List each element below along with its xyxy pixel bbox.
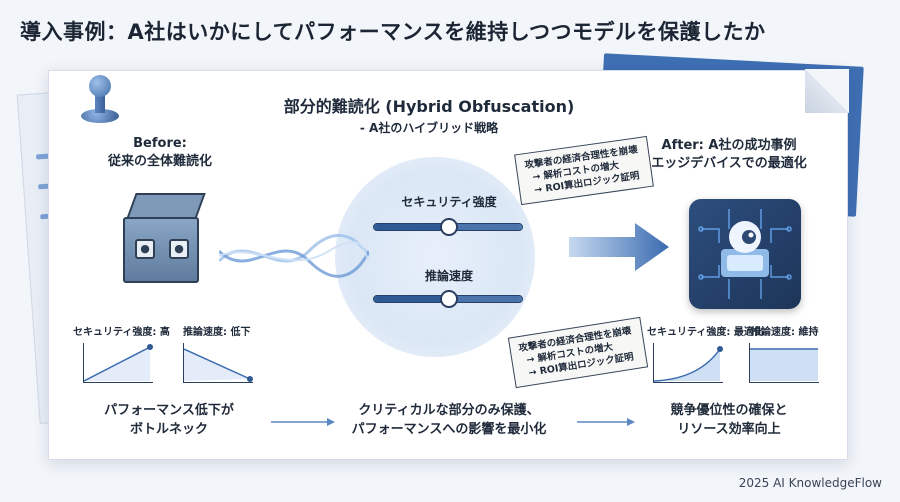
security-slider[interactable] bbox=[373, 218, 523, 236]
before-security-chart bbox=[83, 343, 153, 383]
before-chart1-label: セキュリティ強度: 高 bbox=[73, 327, 170, 338]
data-stream-waves bbox=[219, 233, 369, 278]
pushpin-icon bbox=[77, 75, 123, 137]
flow-step-2: クリティカルな部分のみ保護、 パフォーマンスへの影響を最小化 bbox=[339, 401, 559, 439]
speed-slider-label: 推論速度 bbox=[424, 269, 473, 283]
speed-slider[interactable] bbox=[373, 290, 523, 308]
page-curl bbox=[805, 69, 849, 113]
flow-arrow-icon bbox=[271, 418, 335, 426]
section-subheading: - A社のハイブリッド戦略 bbox=[359, 121, 499, 135]
after-title: After: A社の成功事例 bbox=[661, 138, 797, 153]
flow-text: リソース効率向上 bbox=[677, 422, 781, 437]
security-slider-label: セキュリティ強度 bbox=[401, 195, 497, 209]
before-chart2-label: 推論速度: 低下 bbox=[183, 327, 251, 338]
after-speed-chart bbox=[749, 343, 819, 383]
before-heading: Before: 従来の全体難読化 bbox=[95, 135, 225, 171]
flow-step-1: パフォーマンス低下が ボトルネック bbox=[79, 401, 259, 439]
ai-chip-icon bbox=[689, 199, 801, 309]
flow-arrow-icon bbox=[577, 418, 635, 426]
center-highlight bbox=[335, 157, 535, 357]
before-title: Before: bbox=[133, 136, 187, 151]
after-heading: After: A社の成功事例 エッジデバイスでの最適化 bbox=[629, 137, 829, 173]
after-subtitle: エッジデバイスでの最適化 bbox=[651, 156, 807, 171]
before-subtitle: 従来の全体難読化 bbox=[107, 154, 212, 169]
flow-text: 競争優位性の確保と bbox=[670, 403, 788, 418]
transition-arrow-icon bbox=[569, 223, 669, 271]
section-heading: 部分的難読化 (Hybrid Obfuscation) bbox=[283, 97, 575, 116]
footer-credit: 2025 AI KnowledgeFlow bbox=[738, 476, 882, 490]
padlock-icon: ● bbox=[169, 239, 189, 259]
page-title: 導入事例：A社はいかにしてパフォーマンスを維持しつつモデルを保護したか bbox=[20, 20, 766, 44]
slider-knob[interactable] bbox=[440, 290, 458, 308]
flow-step-3: 競争優位性の確保と リソース効率向上 bbox=[639, 401, 819, 439]
sticky-note: 攻撃者の経済合理性を崩壊 → 解析コストの増大 → ROI算出ロジック証明 bbox=[507, 316, 649, 389]
flow-text: パフォーマンスへの影響を最小化 bbox=[351, 422, 547, 437]
after-chart1-label: セキュリティ強度: 最適化 bbox=[647, 327, 764, 338]
after-chart2-label: 推論速度: 維持 bbox=[751, 327, 819, 338]
flow-text: パフォーマンス低下が bbox=[104, 403, 234, 418]
flow-text: ボトルネック bbox=[129, 422, 208, 437]
slider-knob[interactable] bbox=[440, 218, 458, 236]
before-speed-chart bbox=[183, 343, 253, 383]
padlock-icon: ● bbox=[135, 239, 155, 259]
locked-box-icon: ● ● bbox=[121, 193, 211, 289]
after-security-chart bbox=[653, 343, 723, 383]
slide-card: 部分的難読化 (Hybrid Obfuscation) - A社のハイブリッド戦… bbox=[48, 69, 849, 460]
flow-text: クリティカルな部分のみ保護、 bbox=[358, 403, 540, 418]
